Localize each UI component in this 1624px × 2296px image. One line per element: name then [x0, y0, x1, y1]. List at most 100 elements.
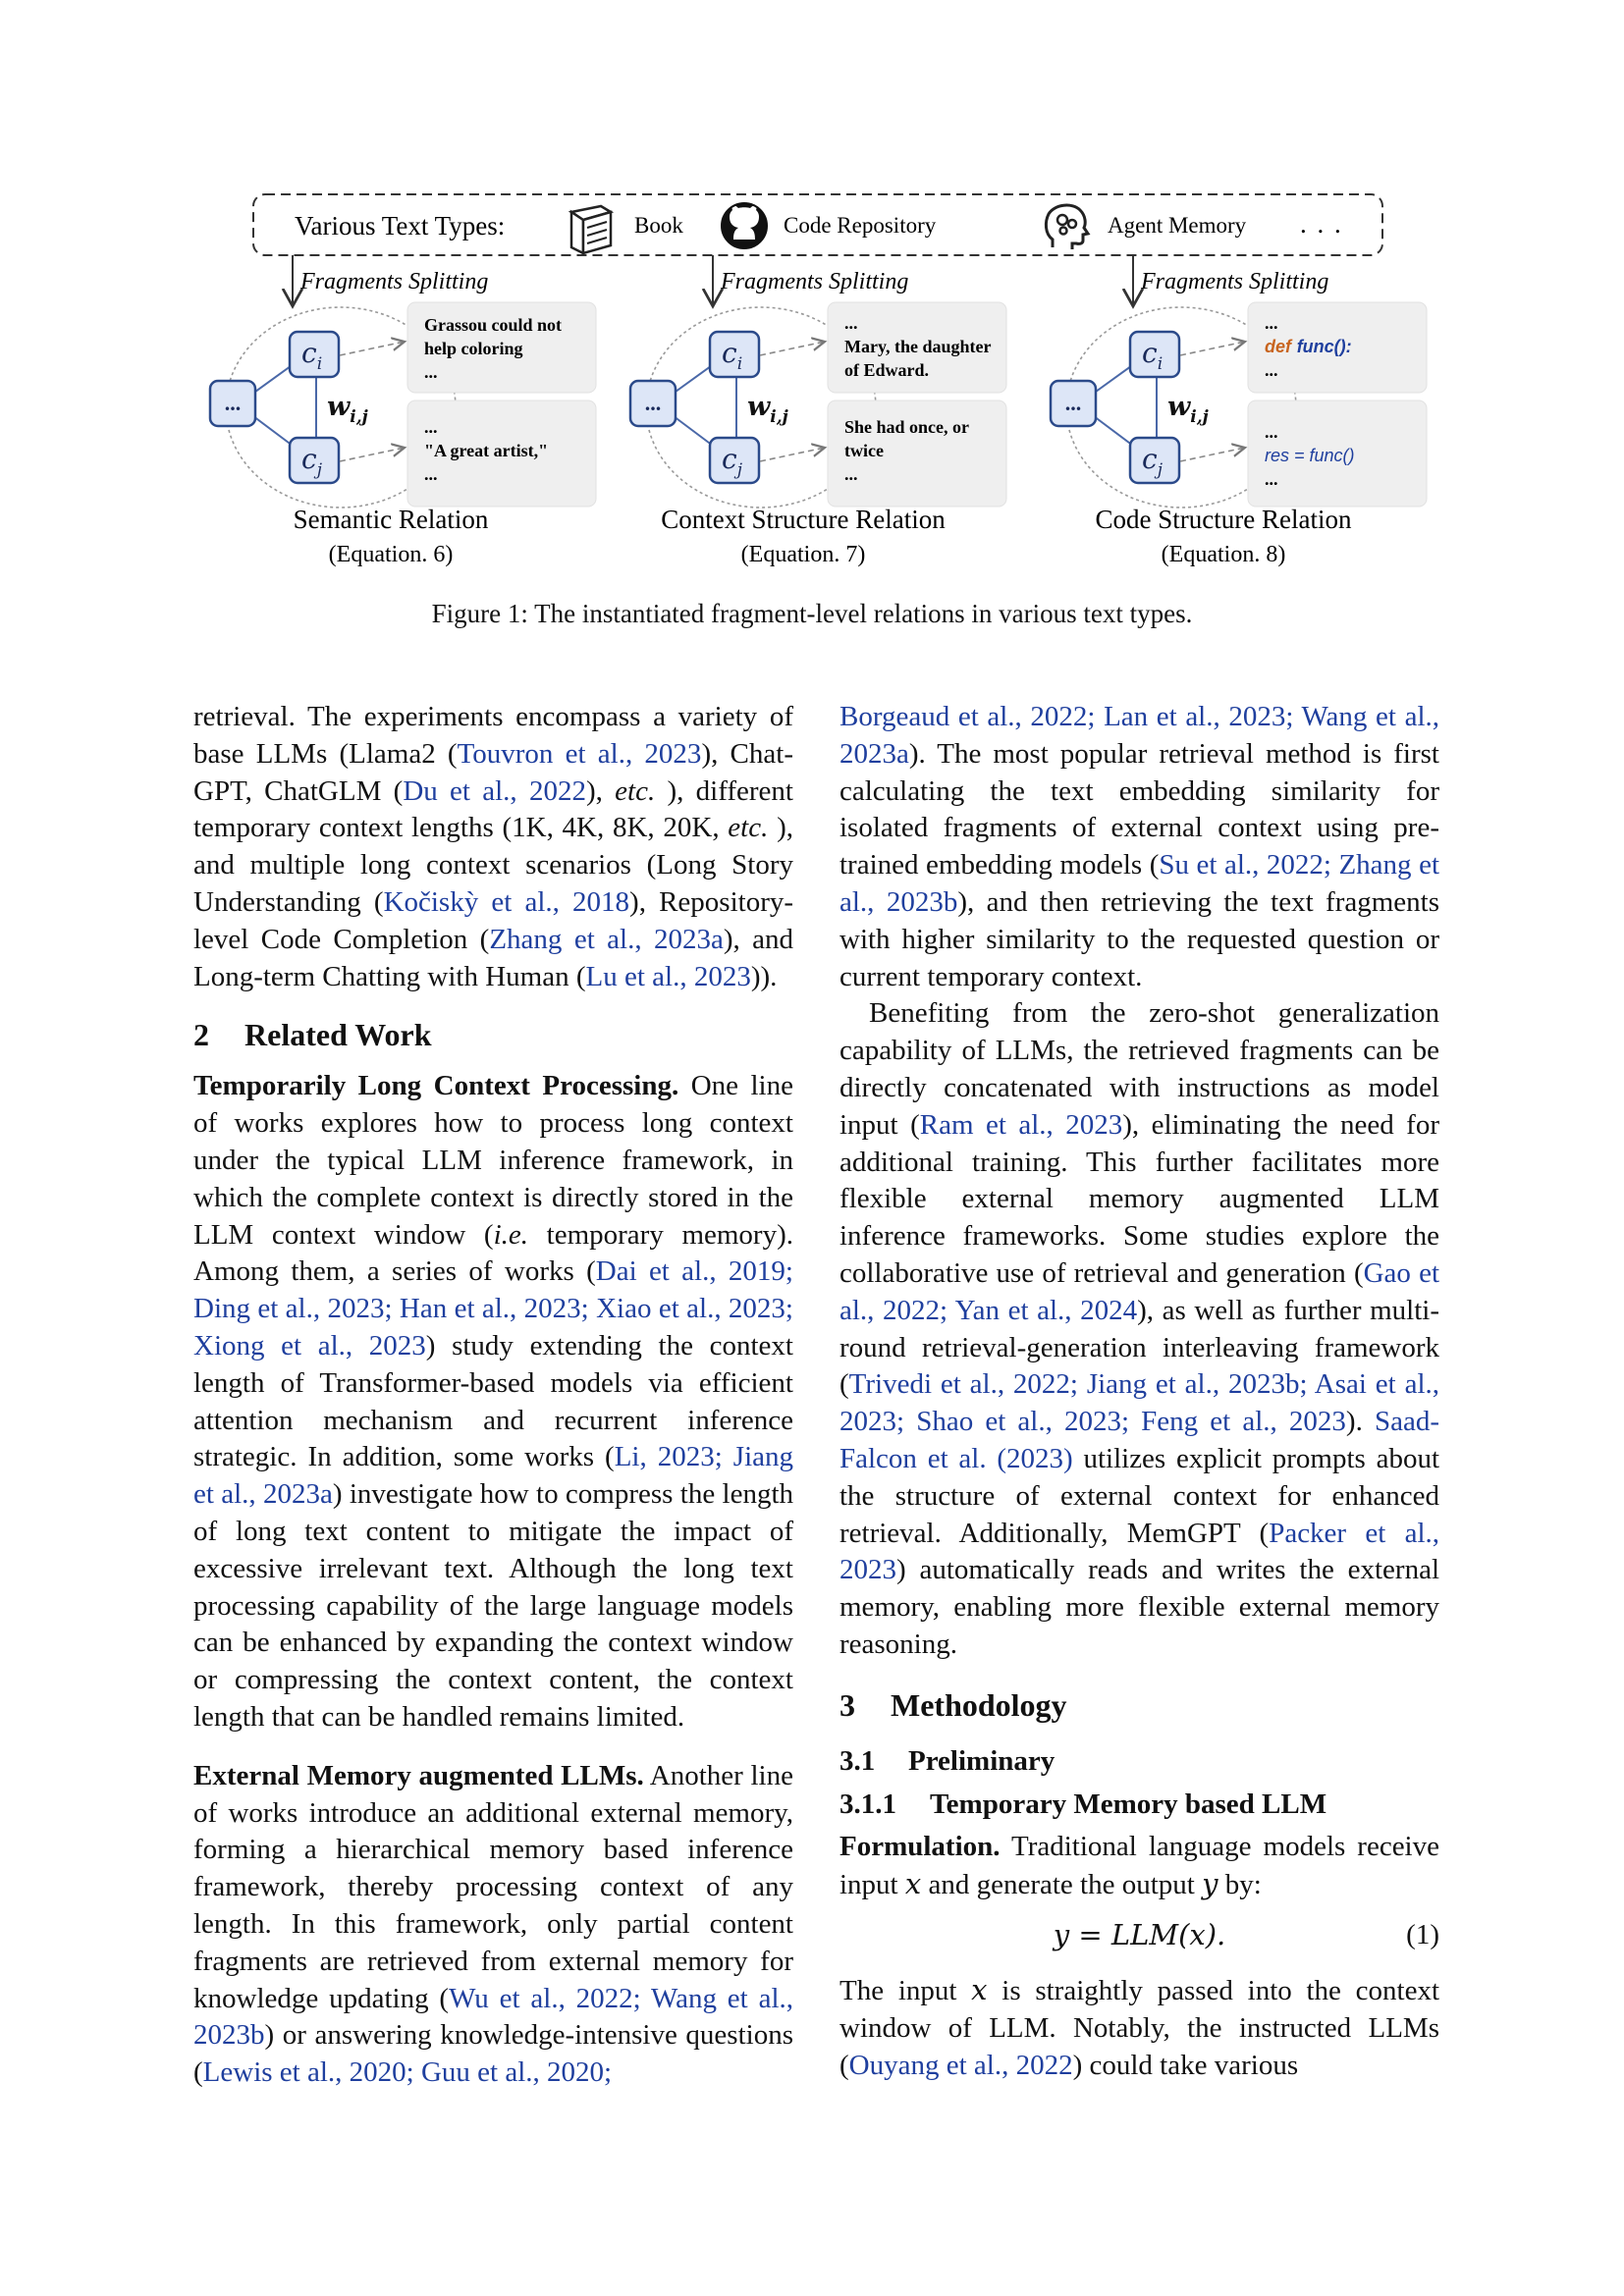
box2-line2: twice: [844, 441, 884, 460]
box1-line2: Mary, the daughter: [844, 337, 991, 356]
panel-title: Code Structure Relation: [1096, 505, 1352, 534]
paragraph-body: Traditional language models receive inpu…: [839, 1830, 1439, 1900]
panel-equation: (Equation. 6): [329, 542, 454, 567]
citation-link[interactable]: Li, 2023; Jiang et al., 2023a: [193, 1441, 794, 1511]
code-repository-label: Code Repository: [784, 213, 937, 238]
panel-equation: (Equation. 7): [741, 542, 866, 567]
weight-w: w: [1167, 392, 1192, 422]
code-call: res = func(): [1265, 446, 1355, 465]
citation-link[interactable]: Packer et al., 2023: [839, 1517, 1439, 1586]
citation-link[interactable]: Borgeaud et al., 2022; Lan et al., 2023;…: [839, 701, 1439, 770]
paragraph: Temporarily Long Context Processing. One…: [193, 1068, 793, 1735]
panel-code-structure-relation: Fragments Splitting ... ci cj wi,j ... d…: [1049, 255, 1428, 567]
node-cj-sub: j: [1154, 460, 1164, 480]
book-label: Book: [634, 213, 683, 238]
citation-link[interactable]: Lu et al., 2023: [585, 960, 751, 992]
svg-text:cj: cj: [1142, 443, 1164, 480]
citation-link[interactable]: Trivedi et al., 2022; Jiang et al., 2023…: [839, 1368, 1439, 1438]
box2-line1: ...: [424, 417, 438, 437]
book-icon: [568, 204, 615, 256]
weight-sub: i,j: [770, 407, 788, 427]
weight-w: w: [327, 392, 352, 422]
node-dots: ...: [1065, 391, 1082, 415]
citation-link[interactable]: Kočiskỳ et al., 2018: [383, 885, 630, 918]
text-types-bar: [252, 193, 1383, 256]
code2-post: ...: [1265, 469, 1278, 489]
fragments-splitting-label: Fragments Splitting: [720, 269, 908, 294]
subsubsection-number: 3.1.1: [839, 1788, 896, 1820]
node-ci-sub: i: [317, 354, 322, 374]
panel-title: Semantic Relation: [294, 505, 489, 534]
citation-link[interactable]: Ouyang et al., 2022: [848, 2049, 1073, 2081]
node-cj-sub: j: [313, 460, 323, 480]
panel-context-structure-relation: Fragments Splitting ... ci cj wi,j ... M…: [628, 255, 1007, 567]
italic-text: i.e.: [493, 1218, 529, 1251]
node-cj: c: [1142, 443, 1158, 475]
agent-memory-label: Agent Memory: [1108, 213, 1247, 238]
paragraph: Borgeaud et al., 2022; Lan et al., 2023;…: [839, 701, 1439, 992]
text-types-label: Various Text Types:: [295, 211, 505, 240]
brain-head-icon: [1044, 203, 1091, 249]
code-keyword: def: [1265, 337, 1293, 356]
node-ci-sub: i: [737, 354, 742, 374]
equation-1: y = LLM(x). (1): [839, 1917, 1439, 1954]
code2-pre: ...: [1265, 422, 1278, 442]
citation-link[interactable]: Lewis et al., 2020; Guu et al., 2020;: [202, 2056, 613, 2089]
node-ci: c: [1142, 337, 1158, 369]
runin-heading: Temporarily Long Context Processing.: [193, 1070, 679, 1102]
runin-heading: Formulation.: [839, 1830, 1001, 1862]
box2-line1: She had once, or: [844, 417, 969, 437]
right-column: Borgeaud et al., 2022; Lan et al., 2023;…: [839, 699, 1439, 2085]
citation-link[interactable]: Wu et al., 2022; Wang et al., 2023b: [193, 1982, 793, 2052]
subsection-number: 3.1: [839, 1744, 876, 1777]
box1-line1: Grassou could not: [424, 315, 562, 335]
paragraph-body: One line of works explores how to proces…: [193, 1070, 794, 1733]
node-ci: c: [722, 337, 737, 369]
weight-w: w: [747, 392, 772, 422]
paragraph: The input x is straightly passed into th…: [839, 1973, 1440, 2081]
fragments-splitting-label: Fragments Splitting: [299, 269, 488, 294]
code1-pre: ...: [1265, 313, 1278, 333]
node-ci-sub: i: [1158, 354, 1163, 374]
citation-link[interactable]: Touvron et al., 2023: [457, 737, 702, 770]
panel-equation: (Equation. 8): [1162, 542, 1286, 567]
box2-line2: "A great artist,": [424, 441, 548, 460]
github-icon: [721, 202, 768, 249]
citation-link[interactable]: Saad-Falcon et al. (2023): [839, 1406, 1439, 1474]
section-title: Related Work: [244, 1017, 432, 1053]
svg-text:wi,j: wi,j: [327, 392, 369, 427]
svg-text:cj: cj: [722, 443, 743, 480]
box1-line3: of Edward.: [844, 360, 929, 380]
subsection-title: Preliminary: [908, 1744, 1056, 1777]
section-number: 3: [839, 1686, 855, 1723]
svg-text:ci: ci: [1142, 337, 1163, 374]
node-dots: ...: [645, 391, 662, 415]
math-symbol: x: [904, 1866, 922, 1900]
citation-link[interactable]: Zhang et al., 2023a: [489, 923, 724, 955]
box2-line3: ...: [424, 464, 438, 484]
node-dots: ...: [225, 391, 242, 415]
left-column: retrieval. The experiments encompass a v…: [193, 699, 793, 2092]
citation-link[interactable]: Su et al., 2022; Zhang et al., 2023b: [839, 849, 1439, 918]
paragraph: External Memory augmented LLMs. Another …: [193, 1758, 793, 2092]
weight-sub: i,j: [350, 407, 368, 427]
citation-link[interactable]: Ram et al., 2023: [919, 1108, 1123, 1141]
paragraph-body: Another line of works introduce an addit…: [193, 1759, 793, 2089]
italic-text: etc.: [615, 774, 656, 807]
svg-text:wi,j: wi,j: [747, 392, 789, 427]
equation-body: y = LLM(x).: [1053, 1918, 1226, 1952]
citation-link[interactable]: Gao et al., 2022; Yan et al., 2024: [839, 1256, 1440, 1326]
weight-sub: i,j: [1190, 407, 1209, 427]
figure-1: Various Text Types: Book Code Repository: [187, 187, 1453, 579]
figure-caption: Figure 1: The instantiated fragment-leve…: [431, 599, 1193, 628]
node-ci: c: [301, 337, 317, 369]
math-symbol: y: [1202, 1866, 1218, 1900]
runin-heading: External Memory augmented LLMs.: [193, 1759, 644, 1791]
citation-link[interactable]: Du et al., 2022: [403, 774, 586, 807]
citation-link[interactable]: Dai et al., 2019; Ding et al., 2023; Han…: [193, 1255, 793, 1362]
paragraph: Benefiting from the zero-shot generaliza…: [839, 997, 1440, 1660]
